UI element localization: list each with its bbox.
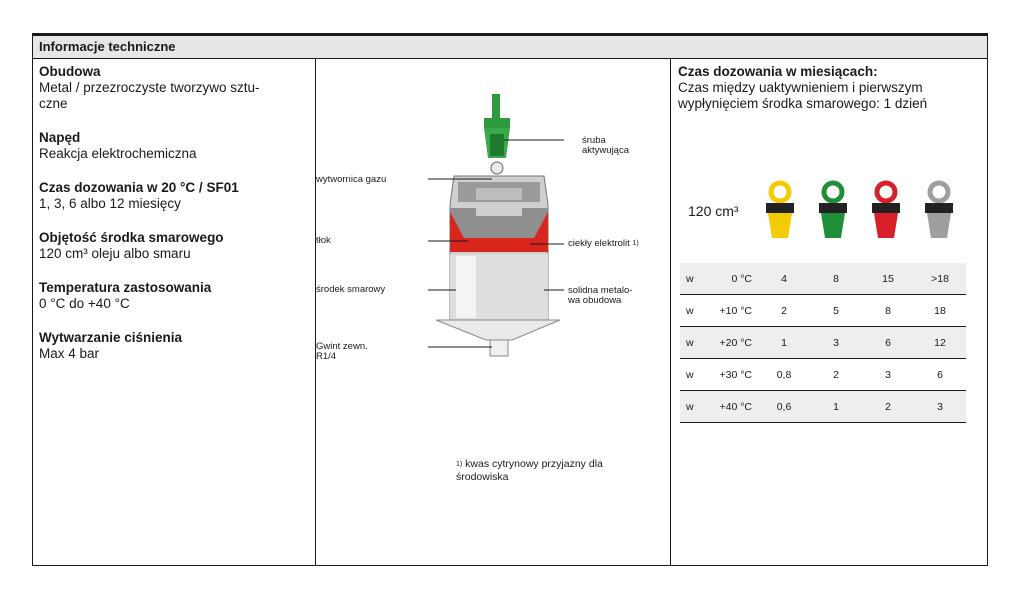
table-cell: 6 (862, 326, 914, 359)
plug-icon (925, 180, 953, 238)
spec-value: 1, 3, 6 albo 12 miesięcy (39, 196, 181, 211)
lubricator-cross-section-diagram (428, 94, 564, 357)
label-lubricant: środek smarowy (316, 284, 386, 295)
table-cell: 3 (914, 390, 966, 423)
label-piston: tłok (316, 235, 331, 246)
table-cell: 18 (914, 294, 966, 327)
dosing-column: Czas dozowania w miesiącach: Czas między… (670, 58, 987, 565)
table-cell: 3 (810, 326, 862, 359)
table-cell: 15 (862, 263, 914, 295)
table-cell: 5 (810, 294, 862, 327)
spec-value: 120 cm³ oleju albo smaru (39, 246, 191, 261)
label-activation-screw: śruba aktywująca (582, 135, 629, 156)
table-cell: 2 (862, 390, 914, 423)
plug-icon (819, 180, 847, 238)
spec-title: Wytwarzanie ciśnienia (39, 330, 183, 345)
label-thread: Gwint zewn. R1/4 (316, 341, 368, 362)
spec-temperature: Temperatura zastosowania 0 °C do +40 °C (39, 280, 309, 312)
table-cell: 8 (810, 263, 862, 295)
row-prefix: w (680, 263, 704, 295)
spec-title: Czas dozowania w 20 °C / SF01 (39, 180, 239, 195)
row-prefix: w (680, 358, 704, 391)
label-metal-housing: solidna metalo- wa obudowa (568, 285, 633, 306)
table-cell: 1 (758, 326, 810, 359)
diagram-column: śruba aktywująca wytwornica gazu tłok ci… (316, 58, 671, 565)
table-cell: 0,6 (758, 390, 810, 423)
row-temperature: 0 °C (704, 263, 758, 295)
diagram-leader-lines (428, 139, 564, 348)
table-cell: >18 (914, 263, 966, 295)
technical-info-sheet: Informacje techniczne Obudowa Metal / pr… (32, 33, 988, 566)
volume-label: 120 cm³ (688, 203, 739, 219)
spec-value: 0 °C do +40 °C (39, 296, 130, 311)
gas-generator-icon (490, 161, 504, 175)
row-prefix: w (680, 390, 704, 423)
table-cell: 2 (758, 294, 810, 327)
spec-title: Temperatura zastosowania (39, 280, 212, 295)
table-cell: 0,8 (758, 358, 810, 391)
row-temperature: +20 °C (704, 326, 758, 359)
spec-pressure: Wytwarzanie ciśnienia Max 4 bar (39, 330, 309, 362)
footnote: 1) kwas cytrynowy przyjazny dla środowis… (456, 458, 603, 484)
sheet-header: Informacje techniczne (33, 36, 987, 59)
plug-icon (766, 180, 794, 238)
dosing-title: Czas dozowania w miesiącach: (678, 64, 878, 79)
footnote-marker: 1) (456, 461, 463, 468)
activation-screw-icon (484, 94, 510, 158)
table-cell: 1 (810, 390, 862, 423)
row-prefix: w (680, 326, 704, 359)
spec-lubricant-volume: Objętość środka smarowego 120 cm³ oleju … (39, 230, 309, 262)
housing-icon (449, 175, 549, 321)
dosing-subtitle: Czas między uaktywnieniem i pierwszym wy… (678, 80, 928, 111)
row-temperature: +10 °C (704, 294, 758, 327)
table-cell: 12 (914, 326, 966, 359)
spec-dosing-time: Czas dozowania w 20 °C / SF01 1, 3, 6 al… (39, 180, 309, 212)
spec-title: Objętość środka smarowego (39, 230, 224, 245)
label-electrolyte-text: ciekły elektrolit (568, 238, 630, 249)
row-temperature: +30 °C (704, 358, 758, 391)
spec-value: Max 4 bar (39, 346, 100, 361)
spec-value: Reakcja elektrochemiczna (39, 146, 197, 161)
spec-drive: Napęd Reakcja elektrochemiczna (39, 130, 309, 162)
table-cell: 3 (862, 358, 914, 391)
row-temperature: +40 °C (704, 390, 758, 423)
table-cell: 6 (914, 358, 966, 391)
footnote-text: kwas cytrynowy przyjazny dla środowiska (456, 458, 603, 483)
footnote-marker: 1) (632, 240, 639, 247)
table-cell: 2 (810, 358, 862, 391)
color-plugs (766, 180, 953, 238)
table-cell: 4 (758, 263, 810, 295)
label-gas-generator: wytwornica gazu (316, 174, 387, 185)
table-cell: 8 (862, 294, 914, 327)
label-electrolyte: ciekły elektrolit 1) (568, 239, 639, 249)
thread-icon (435, 319, 561, 357)
spec-value: Metal / przezroczyste tworzywo sztu- czn… (39, 80, 260, 111)
spec-title: Obudowa (39, 64, 101, 79)
plug-icon (872, 180, 900, 238)
spec-housing: Obudowa Metal / przezroczyste tworzywo s… (39, 64, 309, 112)
specs-column: Obudowa Metal / przezroczyste tworzywo s… (33, 58, 316, 565)
row-prefix: w (680, 294, 704, 327)
spec-title: Napęd (39, 130, 81, 145)
